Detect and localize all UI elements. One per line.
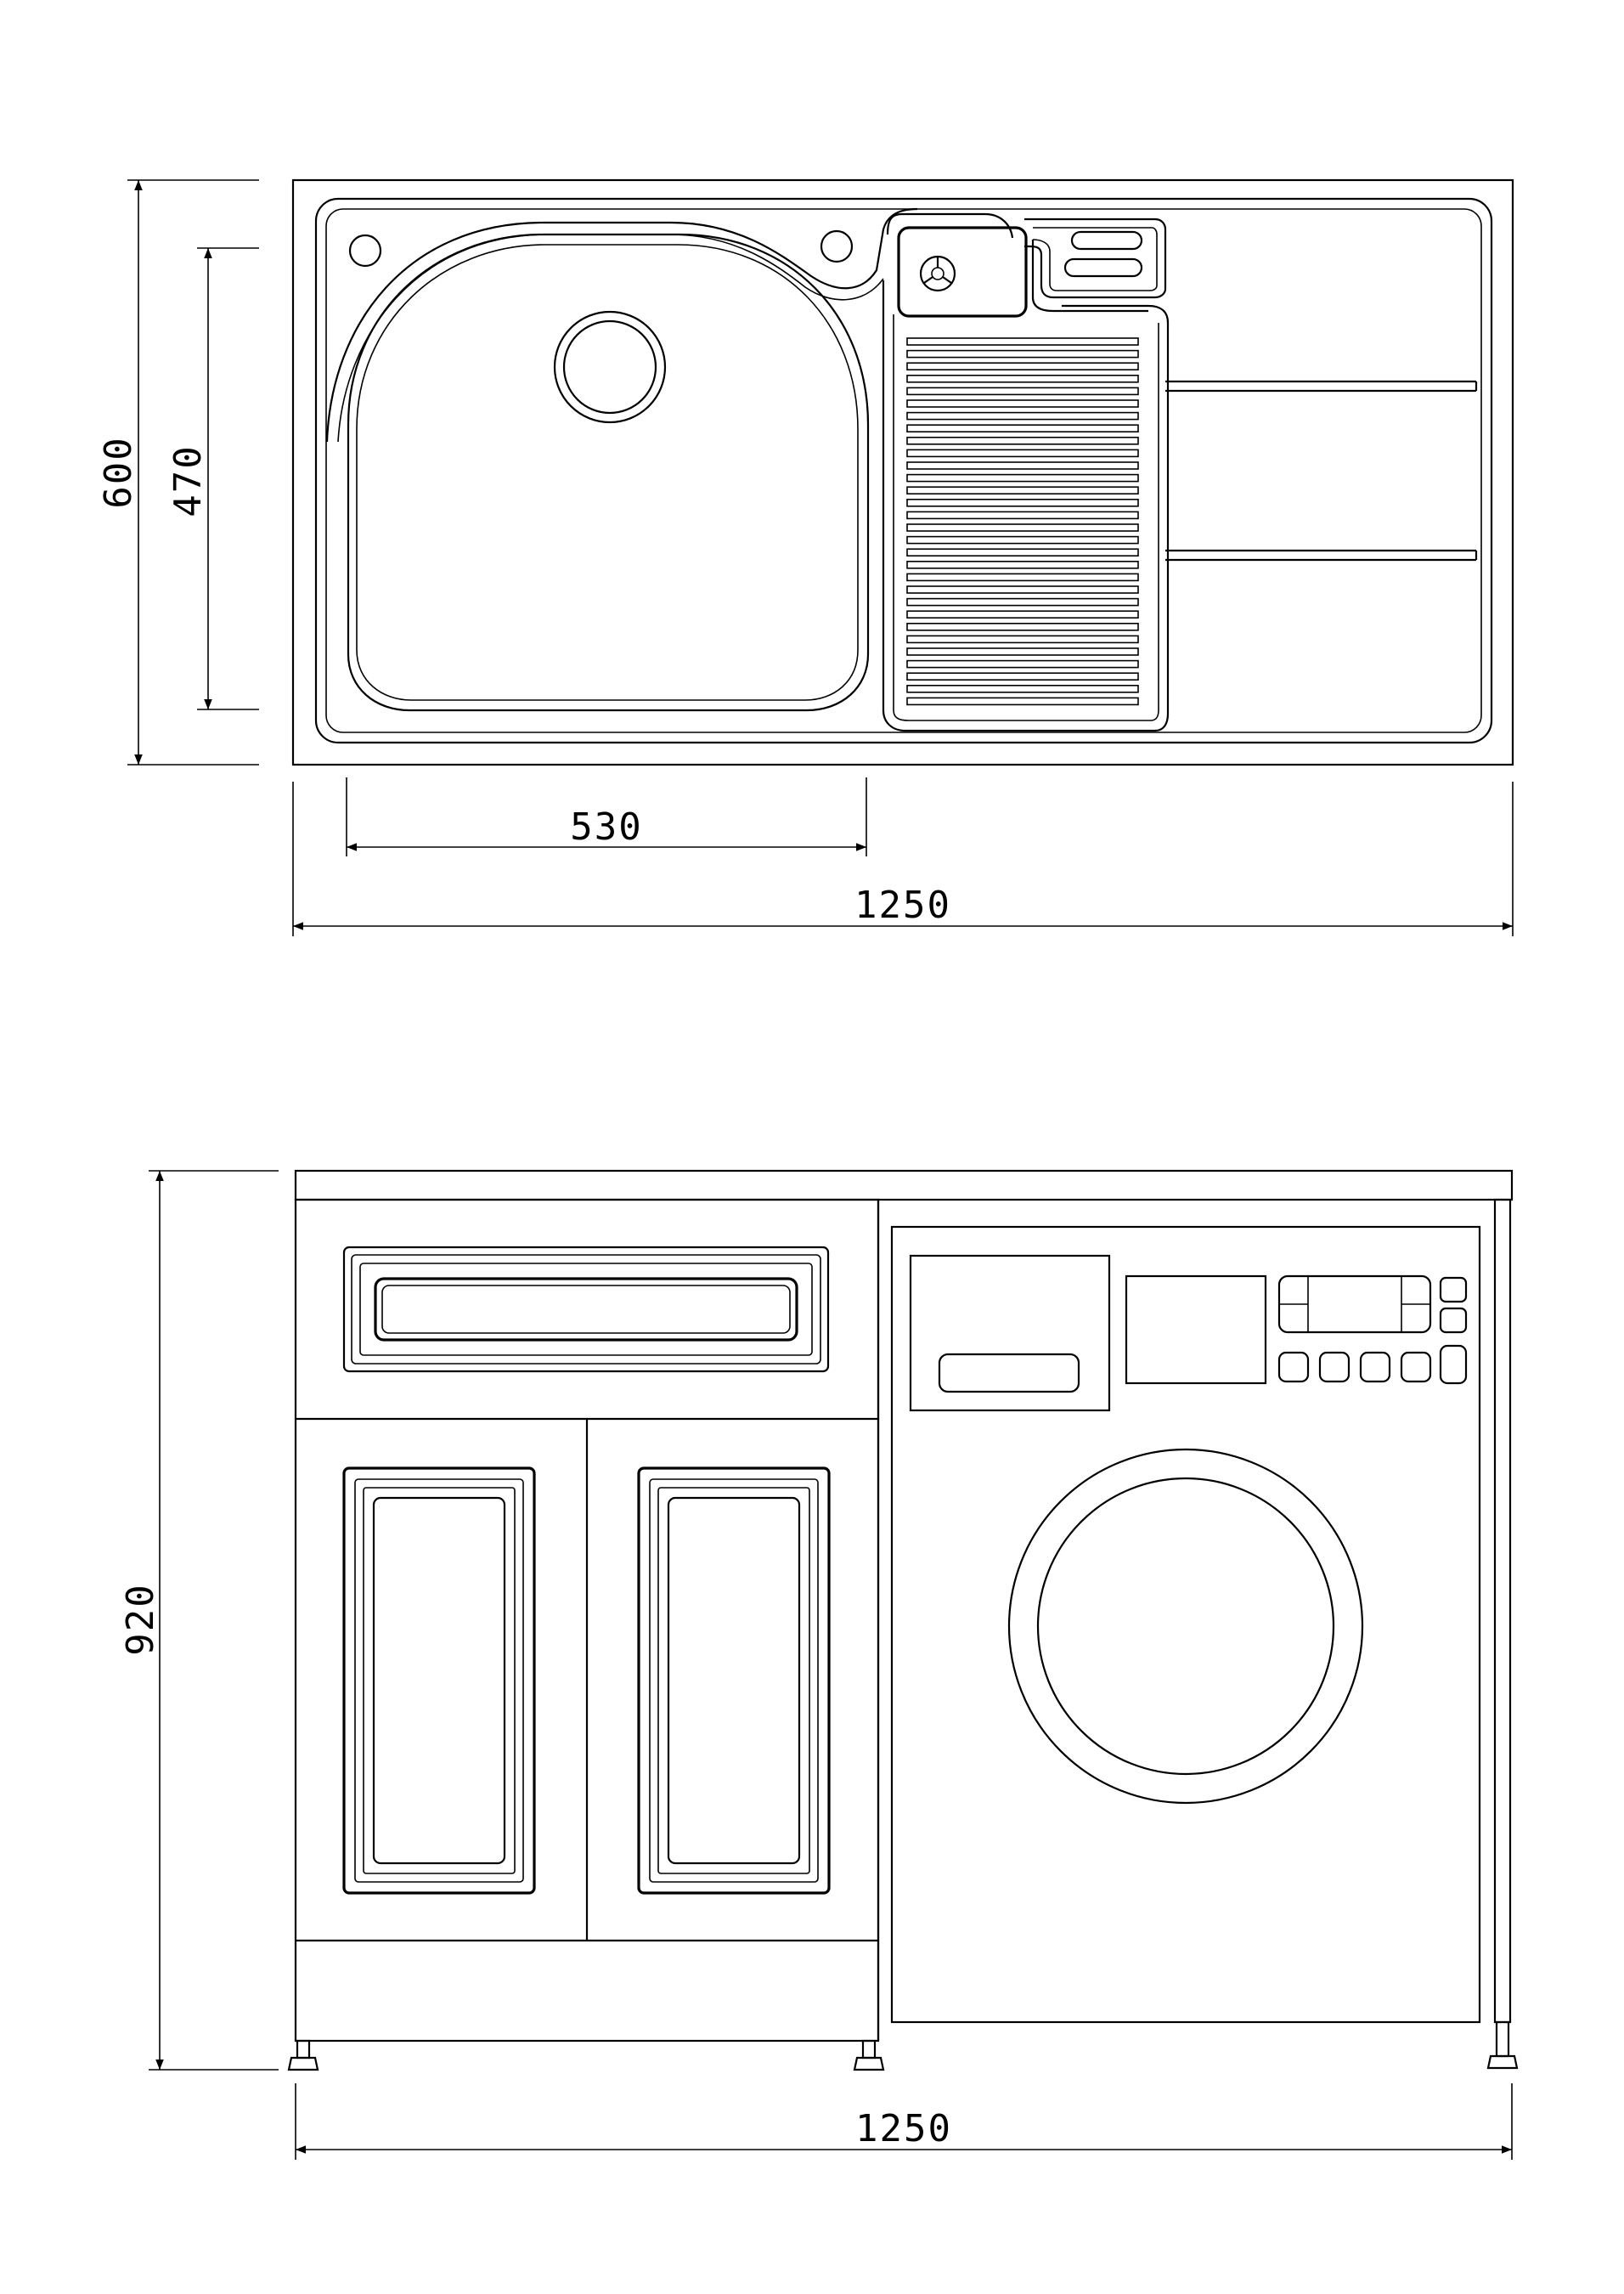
washboard-rib (906, 387, 1139, 396)
dim-basin-width-label: 530 (570, 805, 642, 849)
washboard-rib (906, 511, 1139, 520)
trough-strainer-icon (919, 255, 956, 292)
dim-basin-width: 530 (346, 777, 867, 856)
washboard-rib (906, 362, 1139, 371)
detergent-drawer (909, 1254, 1111, 1412)
front-view: 1250 920 (119, 1169, 1519, 2160)
sink-deck-inner-outline (325, 208, 1482, 733)
washboard-rib (906, 449, 1139, 458)
washer-side-button-bottom (1439, 1307, 1468, 1334)
faucet-hole-left-icon (348, 234, 382, 268)
washboard-rib (906, 622, 1139, 631)
dim-top-depth-label: 600 (97, 436, 140, 508)
trough-to-washboard-link (1031, 240, 1148, 313)
dim-front-height-label: 920 (119, 1583, 162, 1655)
washboard-rib (906, 548, 1139, 557)
basin-lip (325, 207, 918, 443)
washer-button-row (1277, 1344, 1468, 1385)
washer-body (890, 1225, 1481, 2024)
washboard-rib (906, 374, 1139, 383)
dim-basin-depth-label: 470 (166, 444, 210, 517)
faucet-hole-right-icon (820, 229, 854, 263)
dim-front-width: 1250 (295, 2083, 1513, 2160)
washboard-frame (882, 280, 1170, 732)
dim-front-height: 920 (119, 1170, 279, 2071)
washboard-rib (906, 523, 1139, 532)
trough-strainer-inner-icon (931, 267, 945, 280)
dim-top-width: 1250 (292, 782, 1514, 936)
washer-bay-right-post (1493, 1198, 1512, 2024)
soap-dish-slot-bottom (1063, 257, 1143, 278)
washer-display (1125, 1274, 1267, 1385)
washboard-rib (906, 597, 1139, 607)
basin-drain-inner-icon (562, 319, 657, 415)
washboard-rib (906, 411, 1139, 421)
washboard-rib (906, 659, 1139, 669)
washboard-rib (906, 585, 1139, 594)
washboard-rib (906, 486, 1139, 495)
washboard-rib (906, 610, 1139, 619)
washboard-rib (906, 573, 1139, 582)
basin-drain-icon (553, 310, 667, 424)
soap-dish-slot-top (1070, 230, 1143, 251)
dim-front-width-label: 1250 (855, 2107, 952, 2150)
washboard-rib (906, 672, 1139, 681)
washboard-rib (906, 498, 1139, 507)
washboard-frame-inner (893, 314, 1159, 721)
washer-side-button-top (1439, 1276, 1468, 1303)
basin-bowl-inner (356, 244, 859, 701)
washboard-rib (906, 461, 1139, 470)
soap-trough (897, 226, 1028, 318)
dim-top-width-label: 1250 (854, 884, 951, 927)
washboard-rib (906, 647, 1139, 656)
trough-strainer-spokes-icon (923, 257, 952, 284)
detergent-drawer-handle (938, 1353, 1080, 1393)
washboard-rib (906, 337, 1139, 346)
washer-door-glass-icon (1036, 1477, 1335, 1776)
door-right (637, 1466, 831, 1895)
washboard-rib (906, 697, 1139, 706)
basin-bowl (347, 233, 870, 712)
washer-door-icon (1007, 1448, 1364, 1805)
washboard-rib (906, 684, 1139, 693)
drawer-front (342, 1246, 830, 1373)
washboard-rib (906, 473, 1139, 483)
door-left (342, 1466, 536, 1895)
dim-top-depth: 600 (97, 179, 259, 766)
cabinet-feet (287, 2020, 1519, 2071)
washboard-rib (906, 349, 1139, 359)
washboard-rib (906, 535, 1139, 545)
washboard-rib (906, 635, 1139, 644)
top-view: 530 1250 600 470 (97, 178, 1514, 936)
washboard-rib (906, 560, 1139, 569)
washboard-rib (906, 399, 1139, 408)
washing-machine (890, 1225, 1481, 2024)
drainboard-ledges (1165, 380, 1478, 562)
washboard-rib (906, 436, 1139, 445)
basin-lip-inner (337, 234, 884, 443)
soap-dish-frame (1024, 218, 1167, 299)
dim-basin-depth: 470 (166, 247, 259, 710)
sink-deck-outline (314, 197, 1493, 744)
drawer-handle (374, 1277, 798, 1342)
washboard-rib (906, 424, 1139, 433)
washboard-outline (886, 212, 1014, 239)
soap-dish-inner (1032, 227, 1158, 291)
washboard-ribs (906, 337, 1139, 706)
sink-outer-rim (291, 178, 1514, 766)
countertop (294, 1169, 1514, 1201)
